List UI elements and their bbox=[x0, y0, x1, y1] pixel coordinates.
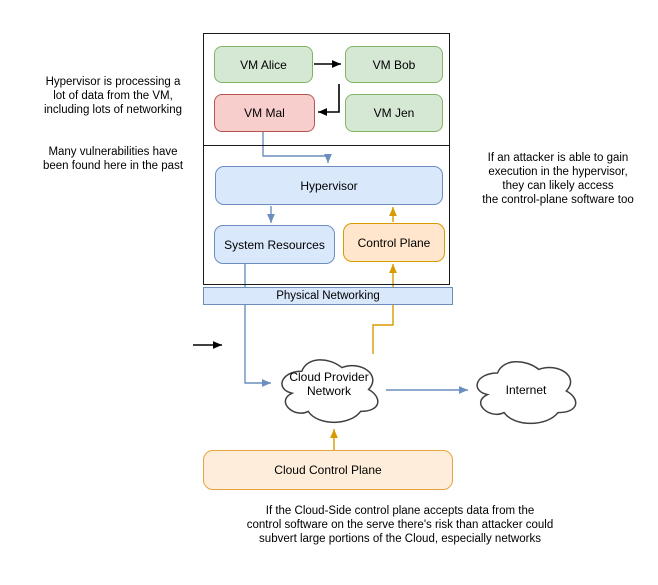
cloud-provider-network-shape bbox=[281, 359, 379, 423]
internet-cloud-shape bbox=[476, 361, 577, 425]
arrow-vm-bob-to-vm-mal bbox=[318, 84, 340, 116]
arrow-cloud-provider-network-to-control-plane bbox=[372, 264, 397, 354]
arrow-vm-mal-to-hypervisor bbox=[262, 132, 332, 163]
arrow-system-resources-to-cloud-provider-network bbox=[244, 264, 271, 387]
